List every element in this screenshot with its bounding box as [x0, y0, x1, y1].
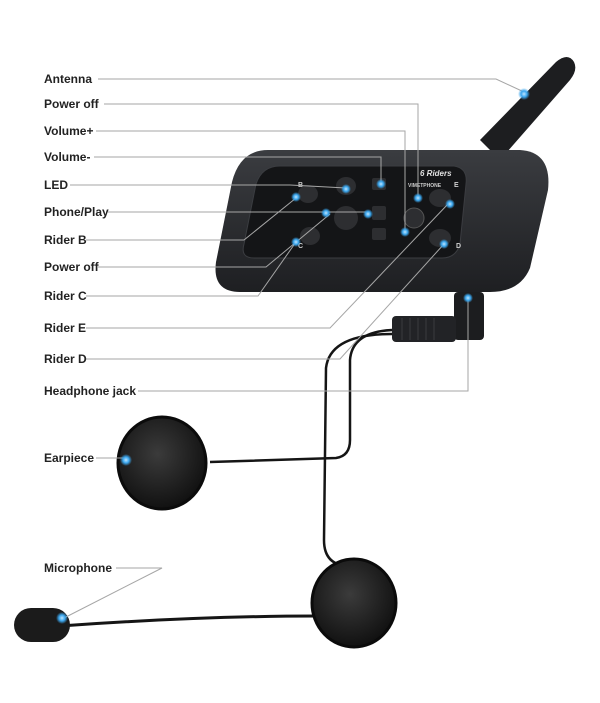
- label-rider-d: Rider D: [44, 352, 87, 366]
- label-antenna: Antenna: [44, 72, 92, 86]
- label-earpiece: Earpiece: [44, 451, 95, 465]
- earpiece: [118, 417, 206, 509]
- volume-down-button: [372, 206, 386, 220]
- brand-line-1: 6 Riders: [420, 169, 452, 178]
- label-phone-play: Phone/Play: [44, 205, 109, 219]
- headphone-jack-plug: [454, 292, 484, 340]
- antenna: [480, 57, 576, 160]
- connector-body: [392, 316, 456, 342]
- logo-button: [403, 207, 425, 229]
- label-headphone-jack: Headphone jack: [44, 384, 137, 398]
- microphone-boom: [59, 614, 319, 628]
- microphone-foam: [14, 608, 70, 642]
- rider-c-button: [300, 227, 320, 245]
- key-c-text: C: [298, 243, 303, 250]
- power-button: [372, 228, 386, 240]
- label-volume-up: Volume+: [44, 124, 94, 138]
- key-e-text: E: [454, 182, 459, 189]
- phone-play-button: [334, 206, 358, 230]
- leader-lines: [63, 78, 525, 619]
- cable-to-earpiece: [209, 328, 393, 464]
- label-rider-c: Rider C: [44, 289, 87, 303]
- label-power-off-bottom: Power off: [44, 260, 99, 274]
- label-microphone: Microphone: [44, 561, 112, 575]
- label-rider-b: Rider B: [44, 233, 87, 247]
- indicator-dots: [56, 88, 530, 624]
- label-rider-e: Rider E: [44, 321, 87, 335]
- label-led: LED: [44, 178, 68, 192]
- cable-to-second-speaker: [322, 332, 393, 568]
- brand-line-2: VIMETPHONE: [408, 183, 442, 189]
- label-power-off-top: Power off: [44, 97, 99, 111]
- speaker-pad: [312, 559, 396, 647]
- label-volume-down: Volume-: [44, 150, 91, 164]
- key-d-text: D: [456, 243, 461, 250]
- rider-b-button: [298, 185, 318, 203]
